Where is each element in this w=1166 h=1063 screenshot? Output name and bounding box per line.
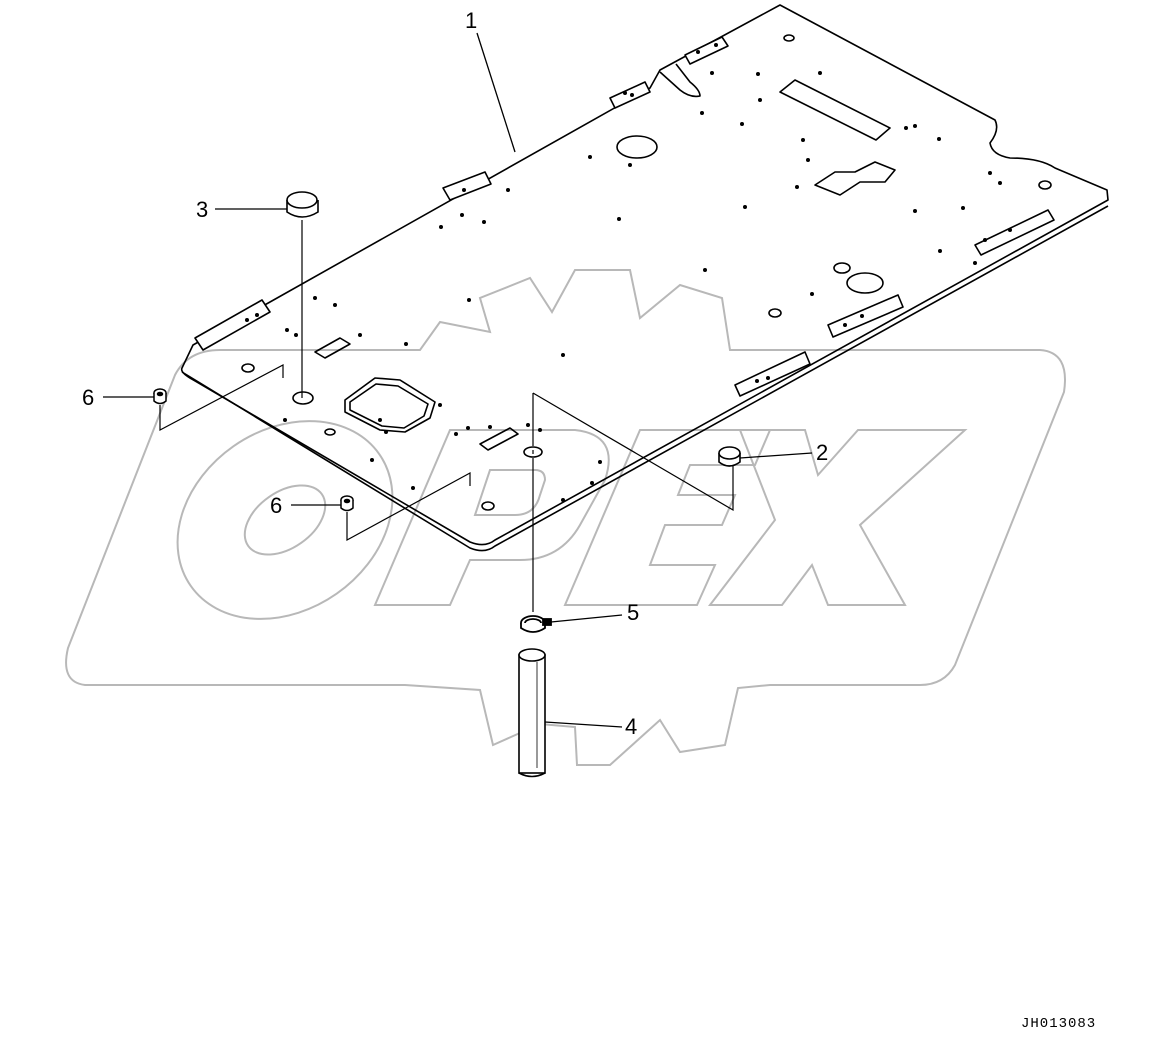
mat-clips xyxy=(194,36,1055,397)
leader-5 xyxy=(550,614,623,623)
callout-leaders xyxy=(103,32,813,728)
hole-top xyxy=(783,34,795,42)
watermark-letter-p xyxy=(373,429,610,606)
floor-plate-notch xyxy=(659,63,701,98)
watermark xyxy=(65,269,1066,766)
hole-right xyxy=(846,272,884,294)
hole-pillar-2 xyxy=(523,446,543,458)
hole-left2 xyxy=(324,428,336,436)
hole-right-small xyxy=(833,262,851,274)
leader-lines-2 xyxy=(532,392,734,612)
callout-4: 4 xyxy=(625,714,637,739)
watermark-letter-o xyxy=(176,420,394,620)
nut-item-6-lower xyxy=(340,495,354,512)
plug-item-2 xyxy=(718,446,741,467)
bolt-holes xyxy=(245,43,1012,502)
floor-plate xyxy=(180,4,1109,552)
hole-upper-right xyxy=(1038,180,1052,190)
watermark-letter-x xyxy=(707,429,968,606)
watermark-gear xyxy=(65,269,1066,766)
hole-pillar-1 xyxy=(292,391,314,405)
hole-upper xyxy=(616,135,658,159)
callout-3: 3 xyxy=(196,197,208,222)
leader-1 xyxy=(476,32,516,153)
clamp-item-5 xyxy=(520,615,552,633)
floor-plate-outline xyxy=(180,4,1109,546)
floor-plate-edge xyxy=(181,205,1109,552)
callout-5: 5 xyxy=(627,600,639,625)
leader-lines-6-lower xyxy=(346,471,471,542)
plug-item-3 xyxy=(286,191,319,218)
leader-2 xyxy=(739,452,813,459)
callout-6-upper: 6 xyxy=(82,385,94,410)
leader-4 xyxy=(544,721,623,728)
slot-small-left xyxy=(314,337,351,359)
callout-1: 1 xyxy=(465,8,477,33)
callout-6-lower: 6 xyxy=(270,493,282,518)
leader-lines-6-upper xyxy=(159,364,284,431)
slot-upper xyxy=(779,79,891,141)
watermark-letter-o-inner xyxy=(243,484,327,556)
drawing-code: JH013083 xyxy=(1021,1016,1096,1032)
opening-square-inner xyxy=(349,383,429,429)
hole-front xyxy=(481,501,495,511)
callout-2: 2 xyxy=(816,440,828,465)
nut-item-6-upper xyxy=(153,388,167,405)
hole-left xyxy=(241,363,255,373)
slot-small-center xyxy=(479,427,519,451)
slot-s xyxy=(814,161,896,196)
opening-square xyxy=(344,377,436,433)
pipe-item-4 xyxy=(518,648,546,778)
hole-mid xyxy=(768,308,782,318)
